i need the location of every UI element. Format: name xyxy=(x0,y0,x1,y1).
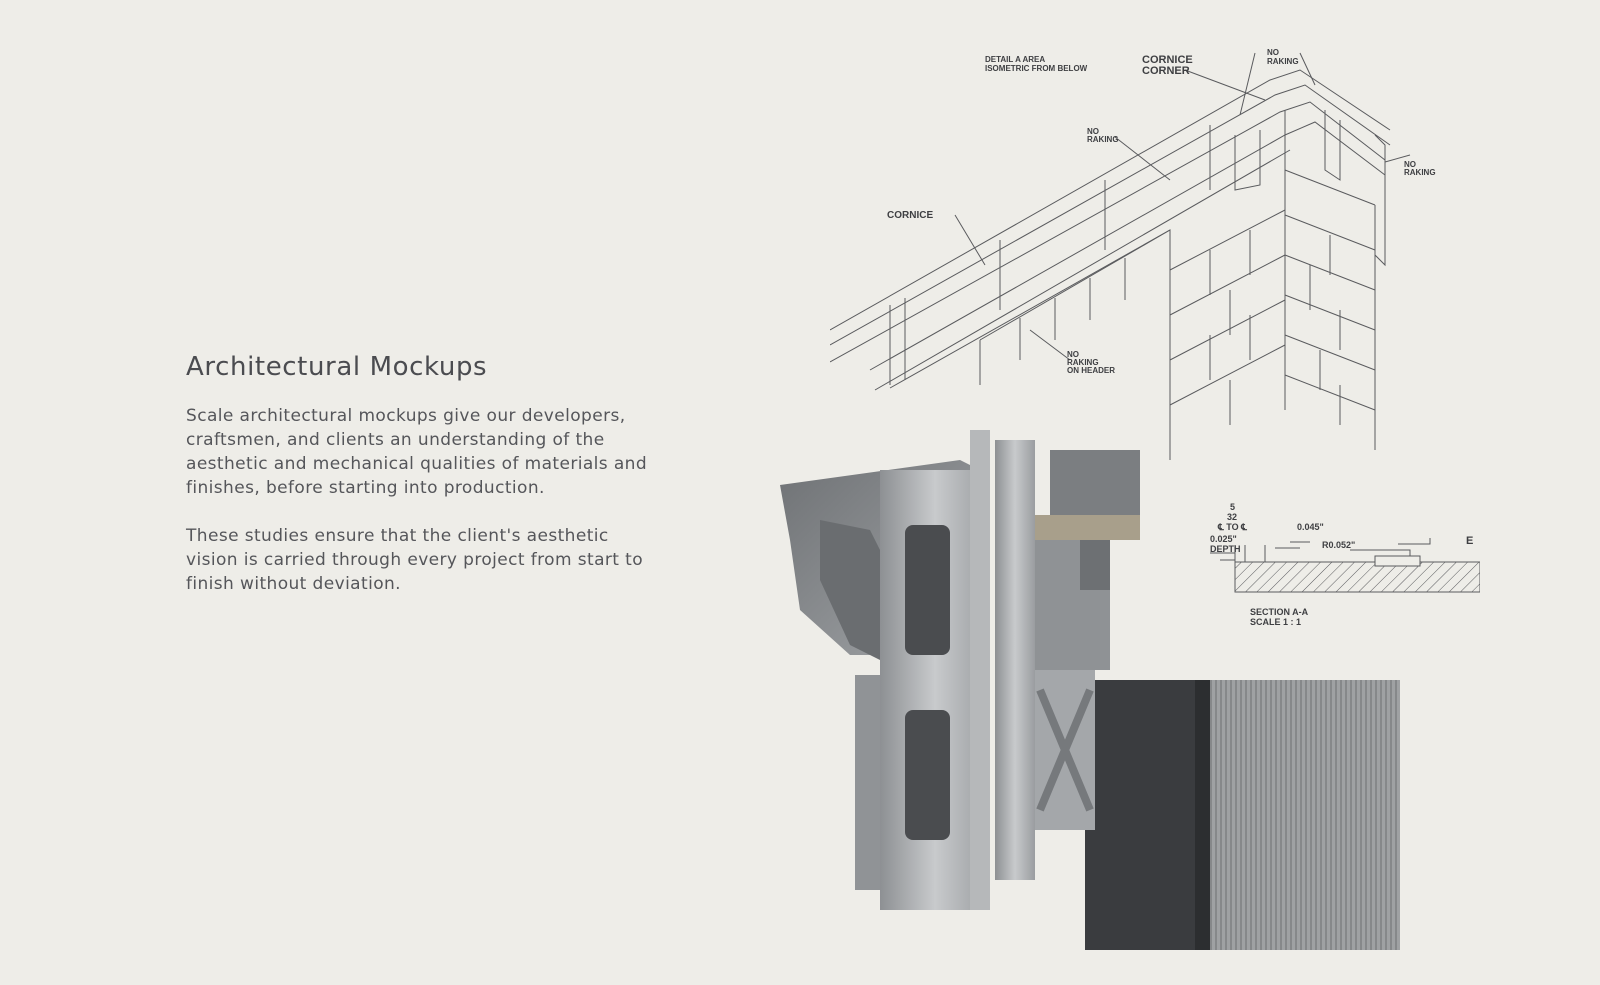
dim-0025: 0.025" xyxy=(1210,534,1237,544)
no-raking-left-no: NO xyxy=(1087,127,1099,136)
no-raking-top-raking: RAKING xyxy=(1267,57,1299,66)
detail-label-2: ISOMETRIC FROM BELOW xyxy=(985,64,1088,73)
page-title: Architectural Mockups xyxy=(186,352,488,382)
cornice-corner-label-2: CORNER xyxy=(1142,65,1190,77)
section-title: SECTION A-A xyxy=(1250,607,1309,617)
cornice-label: CORNICE xyxy=(887,210,933,221)
no-raking-header-on-header: ON HEADER xyxy=(1067,366,1115,375)
dim-0045: 0.045" xyxy=(1297,522,1324,532)
section-scale: SCALE 1 : 1 xyxy=(1250,617,1301,627)
no-raking-header-raking: RAKING xyxy=(1067,358,1099,367)
cornice-corner-label-1: CORNICE xyxy=(1142,54,1193,66)
fraction-top: 5 xyxy=(1230,502,1235,512)
no-raking-top-no: NO xyxy=(1267,48,1279,57)
cl-to-cl-label: ℄ TO ℄ xyxy=(1217,522,1247,532)
body-paragraph: These studies ensure that the client's a… xyxy=(186,526,644,594)
radius-label: R0.052" xyxy=(1322,540,1355,550)
no-raking-header-no: NO xyxy=(1067,350,1079,359)
fraction-bottom: 32 xyxy=(1227,512,1237,522)
depth-label: DEPTH xyxy=(1210,544,1241,554)
detail-e-label: E xyxy=(1466,535,1473,547)
section-aa-drawing: 5 32 ℄ TO ℄ 0.045" 0.025" DEPTH R0.052" … xyxy=(1210,502,1480,627)
no-raking-right-no: NO xyxy=(1404,160,1416,169)
text-column: Architectural Mockups Scale architectura… xyxy=(186,352,656,620)
mockup-photo xyxy=(780,430,1400,950)
intro-paragraph: Scale architectural mockups give our dev… xyxy=(186,406,648,498)
no-raking-left-raking: RAKING xyxy=(1087,135,1119,144)
detail-label-1: DETAIL A AREA xyxy=(985,55,1045,64)
cornice-isometric-drawing: DETAIL A AREA ISOMETRIC FROM BELOW CORNI… xyxy=(830,48,1436,460)
no-raking-right-raking: RAKING xyxy=(1404,168,1436,177)
